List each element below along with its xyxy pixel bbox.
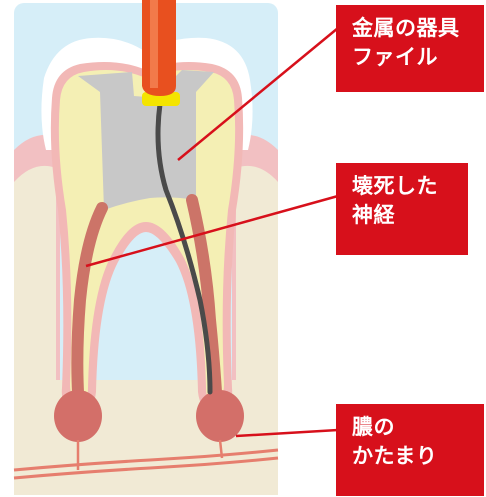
pus-mass-right <box>196 390 244 442</box>
file-handle-highlight <box>150 0 158 88</box>
label-metal-file-line1: 金属の器具 <box>352 14 472 43</box>
pus-mass-left <box>54 390 102 442</box>
label-necrotic-nerve-line2: 神経 <box>352 201 456 230</box>
label-pus-mass-line1: 膿の <box>352 413 472 442</box>
jaw-bone-base <box>14 380 278 495</box>
label-necrotic-nerve: 壊死した 神経 <box>336 163 468 255</box>
label-pus-mass: 膿の かたまり <box>336 404 484 496</box>
label-metal-file-line2: ファイル <box>352 43 472 72</box>
label-necrotic-nerve-line1: 壊死した <box>352 172 456 201</box>
label-pus-mass-line2: かたまり <box>352 442 472 471</box>
label-metal-file: 金属の器具 ファイル <box>336 5 484 92</box>
file-handle <box>142 0 176 96</box>
